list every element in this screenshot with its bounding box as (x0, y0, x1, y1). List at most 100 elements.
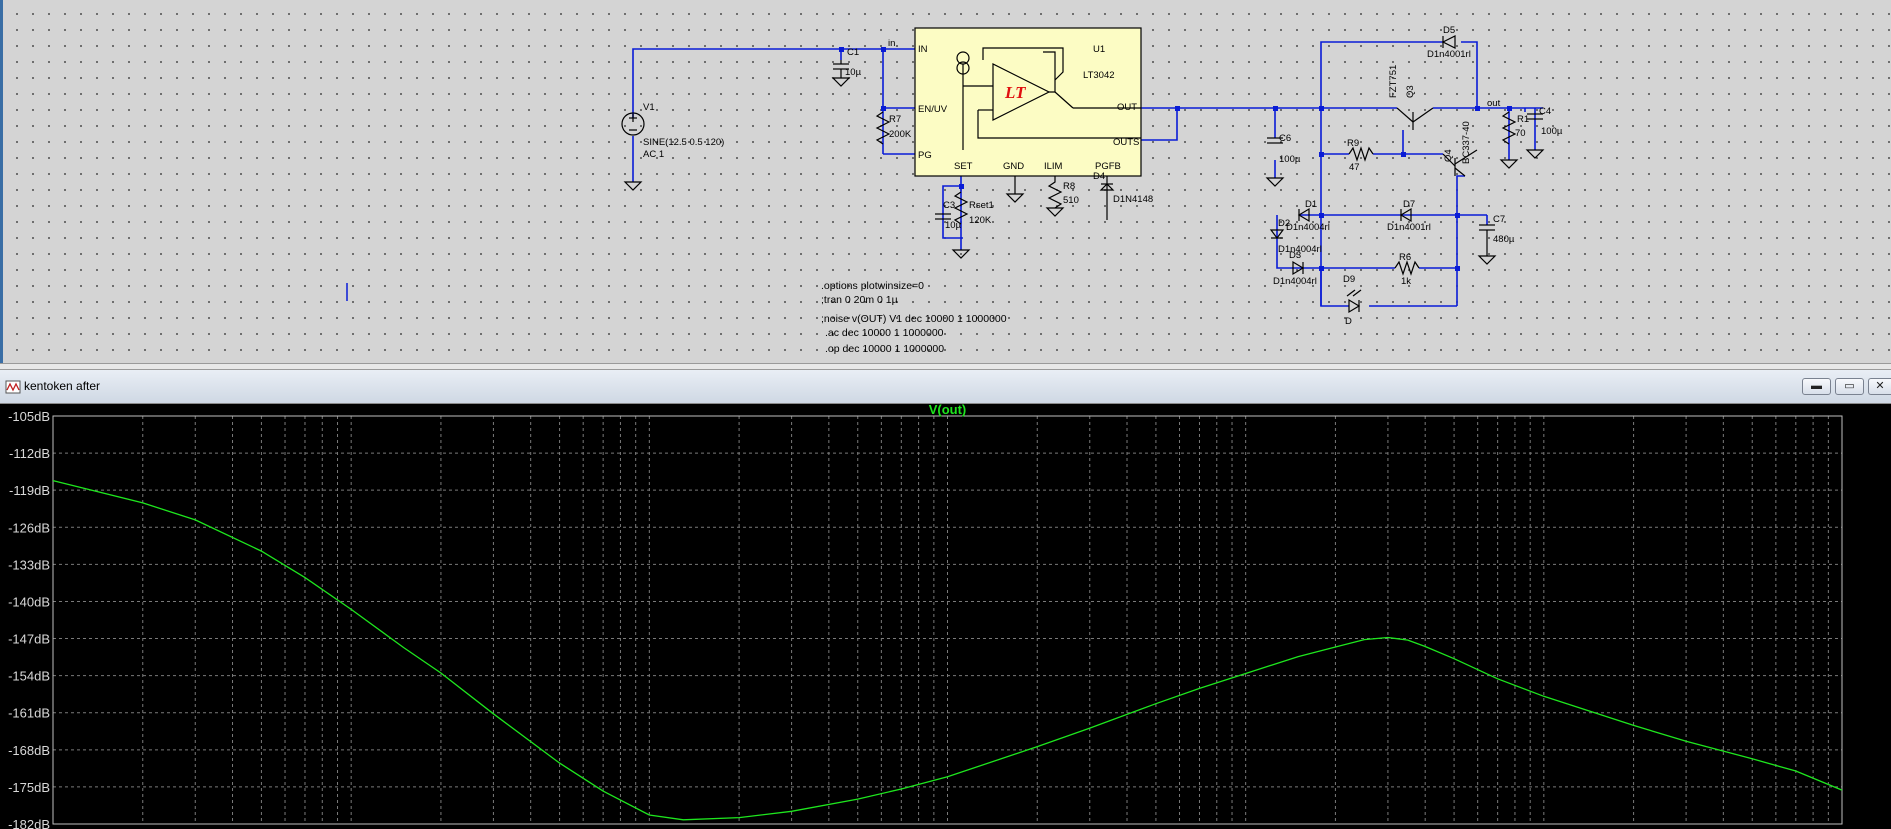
lt-logo: LT (1004, 83, 1026, 102)
u1-lt3042[interactable]: LT (914, 27, 1142, 177)
d5-value: D1n4001rl (1427, 49, 1471, 60)
minimize-icon: ▬ (1811, 380, 1822, 392)
r8-value: 510 (1063, 195, 1079, 206)
u1-name: U1 (1093, 44, 1105, 55)
rset1-name: Rset1 (969, 200, 994, 211)
directive-ac: .ac dec 10000 1 1000000 (825, 327, 944, 339)
y-tick-label: -105dB (8, 409, 50, 424)
d4-name: D4 (1093, 171, 1105, 182)
d2-value: D1n4004rl (1278, 244, 1322, 255)
r8-name: R8 (1063, 181, 1075, 192)
d2-d3-r6-d9[interactable] (1269, 229, 1420, 314)
d4-value: D1N4148 (1113, 194, 1153, 205)
plot-grid (52, 415, 1842, 825)
minimize-button[interactable]: ▬ (1802, 378, 1831, 395)
c6-name: C6 (1279, 133, 1291, 144)
close-button[interactable]: ✕ (1868, 378, 1891, 395)
c3-value: 10µ (945, 220, 962, 231)
gnd-symbol (1005, 176, 1025, 203)
c4-name: C4 (1539, 106, 1551, 117)
y-tick-label: -168dB (8, 743, 50, 758)
q3-transistor[interactable] (1396, 107, 1434, 130)
c4-value: 100µ (1541, 126, 1563, 137)
r1-value: 70 (1515, 128, 1526, 139)
v1-source[interactable] (621, 112, 645, 191)
rset1-value: 120K (969, 215, 992, 226)
y-tick-label: -126dB (8, 520, 50, 535)
c7-value: 480µ (1493, 234, 1515, 245)
pin-in: IN (918, 44, 928, 55)
junctions (839, 47, 1512, 271)
r1-name: R1 (1517, 114, 1529, 125)
r6-value: 1k (1401, 276, 1411, 287)
pin-gnd: GND (1003, 161, 1024, 172)
d5-name: D5 (1443, 25, 1455, 36)
spice-directives[interactable]: .options plotwinsize=0 ;tran 0 20m 0 1µ … (821, 280, 1007, 355)
pin-pgfb: PGFB (1095, 161, 1121, 172)
r7-resistor[interactable] (875, 111, 891, 145)
in-net-label: in (888, 38, 895, 49)
y-tick-label: -119dB (9, 483, 50, 498)
v1-value: SINE(12.5 0.5 120) (643, 137, 724, 148)
restore-icon: ▭ (1844, 380, 1855, 392)
d2-name: D2 (1278, 218, 1290, 229)
c1-value: 10µ (845, 67, 862, 78)
d7-value: D1n4001rl (1387, 222, 1431, 233)
y-tick-label: -154dB (8, 669, 50, 684)
r6-name: R6 (1399, 252, 1411, 263)
r9-resistor[interactable] (1348, 146, 1374, 162)
y-tick-label: -140dB (8, 594, 50, 609)
q4-transistor[interactable] (1442, 149, 1478, 177)
y-tick-label: -161dB (8, 706, 50, 721)
directive-tran: ;tran 0 20m 0 1µ (821, 294, 898, 306)
out-net-label: out (1487, 98, 1501, 109)
c6-value: 100µ (1279, 154, 1301, 165)
d9-name: D9 (1343, 274, 1355, 285)
schematic-canvas[interactable]: LT (0, 0, 1891, 363)
y-axis-ticks: -105dB-112dB-119dB-126dB-133dB-140dB-147… (8, 409, 50, 829)
c6-capacitor[interactable] (1265, 137, 1285, 187)
pin-ilim: ILIM (1044, 161, 1063, 172)
close-icon: ✕ (1875, 380, 1885, 392)
y-tick-label: -112dB (9, 446, 50, 461)
plot-frame (52, 415, 1843, 825)
wires (632, 41, 1543, 307)
d1-value: D1n4004rl (1286, 222, 1330, 233)
schematic-labels: V1 SINE(12.5 0.5 120) AC 1 C1 10µ in R7 … (643, 25, 1563, 327)
directive-noise: ;noise v(OUT) V1 dec 10000 1 1000000 (821, 313, 1007, 325)
d4-diode[interactable] (1099, 176, 1115, 220)
d5-diode[interactable] (1441, 35, 1456, 49)
d9-value: D (1345, 316, 1352, 327)
u1-part: LT3042 (1083, 70, 1115, 81)
waveform-icon (5, 380, 21, 394)
schematic-drawing: LT (346, 25, 1563, 355)
trace-label-vout[interactable]: V(out) (929, 404, 967, 417)
r7-name: R7 (889, 114, 901, 125)
c3-name: C3 (943, 200, 955, 211)
q3-name: Q3 (1405, 85, 1416, 98)
plot-window-title: kentoken after (24, 379, 101, 393)
rset1-c3[interactable] (935, 191, 971, 259)
c1-name: C1 (847, 47, 859, 58)
trace-vout (52, 479, 1843, 821)
d1-name: D1 (1305, 199, 1317, 210)
r9-name: R9 (1347, 138, 1359, 149)
restore-button[interactable]: ▭ (1835, 378, 1864, 395)
r9-value: 47 (1349, 162, 1360, 173)
d1-d7-c7[interactable] (1297, 207, 1497, 265)
pin-set: SET (954, 161, 973, 172)
c7-name: C7 (1493, 214, 1505, 225)
r8-resistor[interactable] (1045, 176, 1065, 217)
pin-enuv: EN/UV (918, 104, 948, 115)
d3-value: D1n4004rl (1273, 276, 1317, 287)
pane-splitter[interactable] (0, 363, 1891, 370)
c1-capacitor[interactable] (831, 60, 851, 87)
y-tick-label: -182dB (8, 817, 50, 829)
plot-window-titlebar[interactable]: kentoken after ▬ ▭ ✕ (0, 370, 1891, 404)
d7-name: D7 (1403, 199, 1415, 210)
v1-name: V1 (643, 102, 655, 113)
plot-window[interactable]: kentoken after ▬ ▭ ✕ -105dB -112dB -119dB -… (0, 370, 1891, 829)
noise-plot[interactable]: -105dB-112dB-119dB-126dB-133dB-140dB-147… (0, 404, 1891, 829)
v1-ac: AC 1 (643, 149, 664, 160)
r1-c4[interactable] (1499, 111, 1545, 169)
